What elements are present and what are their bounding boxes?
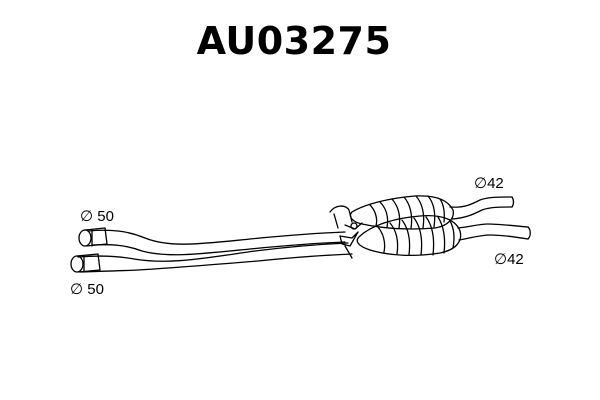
part-number-title: AU03275 — [196, 19, 392, 63]
upper-catalytic-converter — [349, 195, 454, 230]
left-lower-pipe-end — [70, 253, 101, 273]
mounting-bracket — [329, 205, 363, 259]
left-lower-pipe — [77, 242, 353, 273]
diameter-label-left-top: ∅ 50 — [80, 208, 114, 225]
left-upper-pipe — [87, 229, 346, 256]
diameter-label-left-bottom: ∅ 50 — [70, 281, 104, 298]
lower-catalytic-converter — [356, 214, 462, 257]
right-upper-pipe — [449, 196, 515, 220]
right-lower-pipe — [457, 223, 531, 241]
left-upper-pipe-end — [78, 227, 108, 247]
diameter-label-right-bottom: ∅42 — [494, 251, 524, 268]
diameter-label-right-top: ∅42 — [474, 175, 504, 192]
